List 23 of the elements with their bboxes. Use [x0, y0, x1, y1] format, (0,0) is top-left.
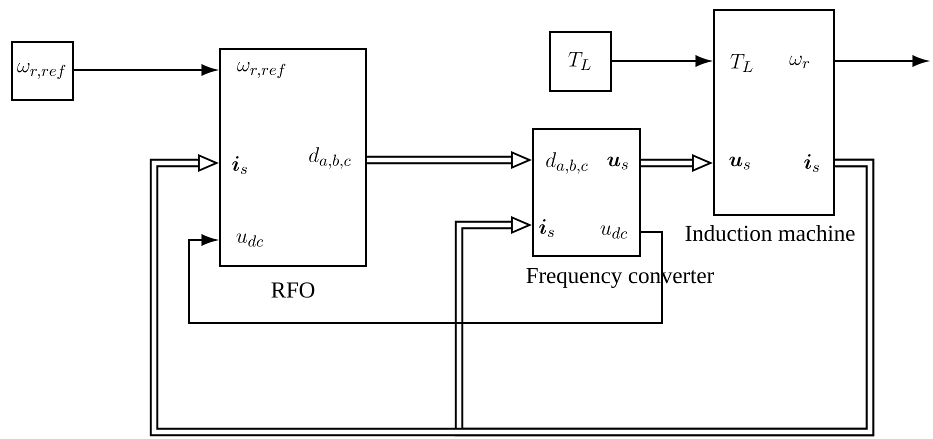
block-caption: Induction machine	[686, 224, 855, 242]
port-label: $\omega_r$	[790, 56, 810, 68]
port-label: $T_L$	[730, 54, 753, 72]
port-label: $d_{a,b,c}$	[309, 147, 351, 169]
port-label: $\boldsymbol{u}_s$	[729, 156, 750, 170]
arrow	[74, 64, 216, 76]
port-label: $\boldsymbol{i}_s$	[539, 219, 554, 238]
block-box	[11, 41, 74, 101]
port-label: $\boldsymbol{i}_s$	[232, 156, 247, 174]
port-label: $\omega_{r,ref}$	[17, 62, 66, 80]
port-label: $\boldsymbol{i}_s$	[804, 154, 819, 172]
port-label: $\omega_{r,ref}$	[237, 62, 286, 78]
port-label: $u_{dc}$	[600, 225, 628, 239]
port-label: $d_{a,b,c}$	[546, 152, 588, 174]
block-caption: RFO	[271, 282, 314, 298]
arrow	[188, 231, 663, 324]
arrow	[612, 56, 710, 66]
arrow	[834, 56, 927, 66]
block-box	[549, 31, 612, 92]
port-label: $T_L$	[568, 52, 590, 70]
arrow	[150, 154, 874, 436]
port-label: $\boldsymbol{u}_s$	[607, 156, 628, 170]
port-label: $u_{dc}$	[236, 233, 264, 247]
